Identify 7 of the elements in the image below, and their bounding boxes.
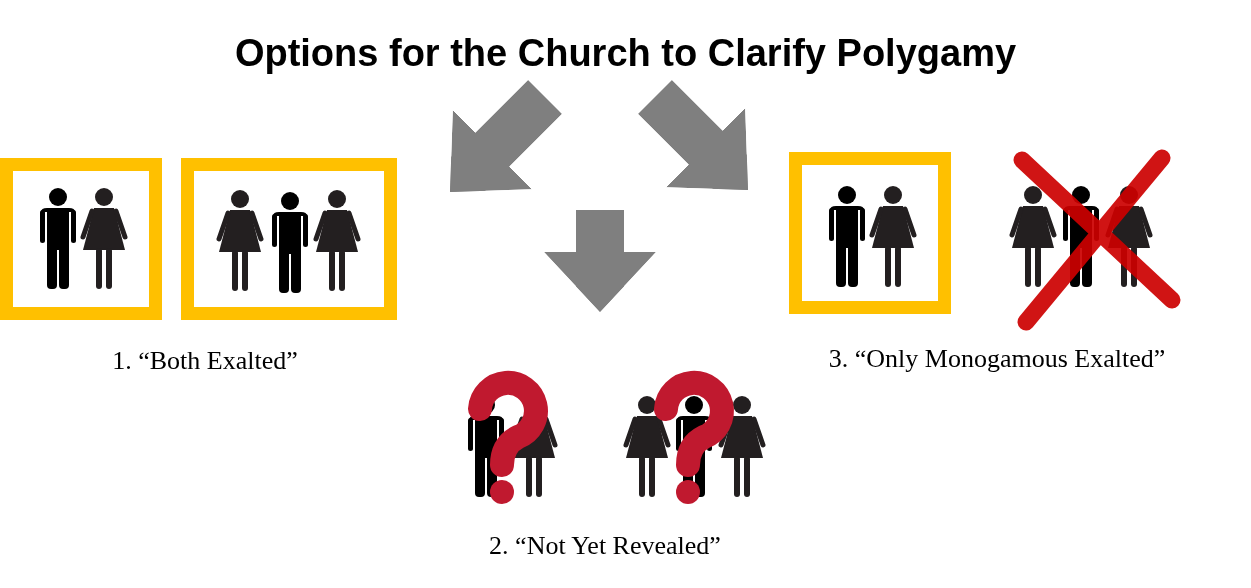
block-arrow bbox=[638, 80, 748, 190]
option-caption: 2. “Not Yet Revealed” bbox=[489, 531, 721, 561]
title: Options for the Church to Clarify Polygamy bbox=[233, 32, 1018, 75]
option-caption: 1. “Both Exalted” bbox=[112, 346, 298, 376]
block-arrow bbox=[544, 210, 656, 312]
option-caption: 3. “Only Monogamous Exalted” bbox=[828, 344, 1166, 374]
block-arrow bbox=[450, 80, 562, 192]
